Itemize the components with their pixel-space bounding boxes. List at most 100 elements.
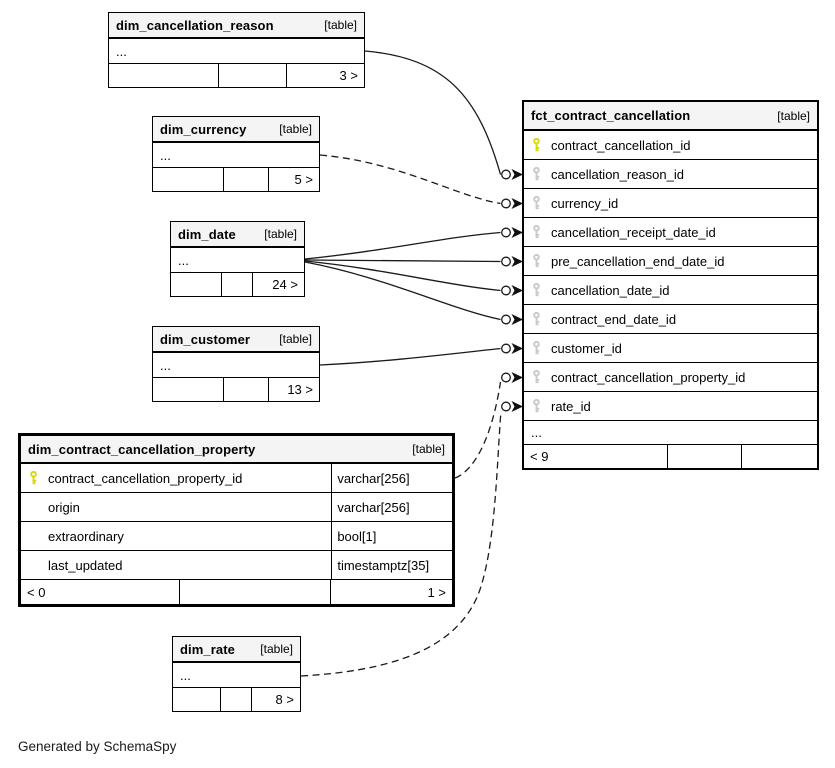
arrowhead-icon [511,198,523,209]
fk-link-dim_date-pre_cancellation_end_date_id [304,256,523,267]
column-row-cancellation_reason_id: cancellation_reason_id [524,160,817,189]
table-header-dim_cancellation_reason[interactable]: dim_cancellation_reason[table] [109,13,364,39]
table-dim_cancellation_reason: dim_cancellation_reason[table]... 3 > [108,12,365,88]
table-header-dim_rate[interactable]: dim_rate[table] [173,637,300,663]
table-footer-dim_cancellation_reason: 3 > [109,64,364,87]
cardinality-circle [501,285,511,296]
cardinality-circle [501,314,511,325]
arrowhead-icon [511,401,523,412]
arrowhead-icon [511,285,523,296]
footer-cell [668,445,743,468]
primary-key-icon [531,138,543,152]
table-name: fct_contract_cancellation [531,108,691,123]
table-name: dim_rate [180,641,235,657]
table-footer-fct_contract_cancellation: < 9 [524,445,817,468]
arrowhead-icon [511,256,523,267]
foreign-key-icon [531,399,543,413]
primary-key-icon [28,471,40,485]
relationship-count-cell: 8 > [275,692,294,707]
fk-link-dim_cancellation_reason-cancellation_reason_id [364,50,523,180]
arrowhead-icon [511,169,523,180]
table-header-fct_contract_cancellation[interactable]: fct_contract_cancellation [table] [524,102,817,131]
generated-by-note: Generated by SchemaSpy [18,739,177,754]
fk-link-dim_contract_cancellation_property-contract_cancellation_property_id [454,372,523,479]
column-type: bool[1] [331,522,452,550]
column-type: varchar[256] [331,493,452,521]
table-name: dim_contract_cancellation_property [28,441,256,457]
fk-link-dim_date-cancellation_date_id [304,260,523,296]
fk-link-dim_customer-customer_id [319,343,523,366]
footer-cell [153,168,225,191]
foreign-key-icon [531,370,543,384]
relationship-count-cell: 24 > [272,277,298,292]
column-name: cancellation_reason_id [551,166,684,182]
column-name: contract_end_date_id [551,311,677,327]
arrowhead-icon [511,314,523,325]
footer-cell [224,378,270,401]
footer-cell [742,445,817,468]
column-name: cancellation_receipt_date_id [551,224,716,240]
column-name: contract_cancellation_id [551,137,691,153]
relationship-line [304,261,501,321]
footer-cell [219,64,288,87]
table-type-label: [table] [412,442,445,456]
table-header-dim_currency[interactable]: dim_currency[table] [153,117,319,143]
column-row-pre_cancellation_end_date_id: pre_cancellation_end_date_id [524,247,817,276]
column-name: contract_cancellation_property_id [551,369,746,385]
table-dim_customer: dim_customer[table]...13 > [152,326,320,402]
fk-link-dim_rate-rate_id [300,401,523,677]
arrowhead-icon [511,372,523,383]
table-dim_date: dim_date[table]... 24 > [170,221,305,297]
table-name: dim_currency [160,121,247,137]
column-name: origin [48,499,80,515]
table-header-dim_contract_cancellation_property[interactable]: dim_contract_cancellation_property [table… [21,436,452,464]
cardinality-circle [501,343,511,354]
footer-cell [171,273,222,296]
column-row-origin: origin varchar[256] [21,493,452,522]
table-footer-dim_currency: 5 > [153,168,319,191]
column-row-cancellation_receipt_date_id: cancellation_receipt_date_id [524,218,817,247]
table-dim_currency: dim_currency[table]...5 > [152,116,320,192]
column-name: extraordinary [48,528,124,544]
relationship-count-cell: 1 > [427,584,446,600]
column-row-contract_end_date_id: contract_end_date_id [524,305,817,334]
more-columns-ellipsis: ... [153,353,319,378]
cardinality-circle [501,169,511,180]
table-name: dim_date [178,226,236,242]
foreign-key-icon [531,312,543,326]
table-header-dim_customer[interactable]: dim_customer[table] [153,327,319,353]
relationship-line [319,347,501,366]
relationship-count-cell: < 9 [524,445,668,468]
more-columns-ellipsis: ... [524,421,817,445]
column-row-currency_id: currency_id [524,189,817,218]
cardinality-circle [501,372,511,383]
table-footer-dim_customer: 13 > [153,378,319,401]
more-columns-ellipsis: ... [171,248,304,273]
relationship-line [454,381,502,479]
foreign-key-icon [531,341,543,355]
relationship-count-cell: 3 > [339,68,358,83]
column-row-contract_cancellation_property_id: contract_cancellation_property_id [524,363,817,392]
column-type: timestamptz[35] [331,551,452,579]
footer-cell [180,580,332,604]
footer-cell [109,64,219,87]
table-fct_contract_cancellation: fct_contract_cancellation [table] contract… [522,100,819,470]
cardinality-circle [501,256,511,267]
cardinality-circle [501,401,511,412]
footer-cell [173,688,222,711]
table-type-label: [table] [777,108,810,123]
relationship-line [304,231,501,260]
more-columns-ellipsis: ... [153,143,319,168]
relationship-line [304,259,501,263]
footer-cell [153,378,225,401]
table-dim_rate: dim_rate[table]...8 > [172,636,301,712]
table-name: dim_cancellation_reason [116,17,274,33]
column-row-rate_id: rate_id [524,392,817,421]
column-name: currency_id [551,195,619,211]
table-header-dim_date[interactable]: dim_date[table] [171,222,304,248]
more-columns-ellipsis: ... [109,39,364,64]
